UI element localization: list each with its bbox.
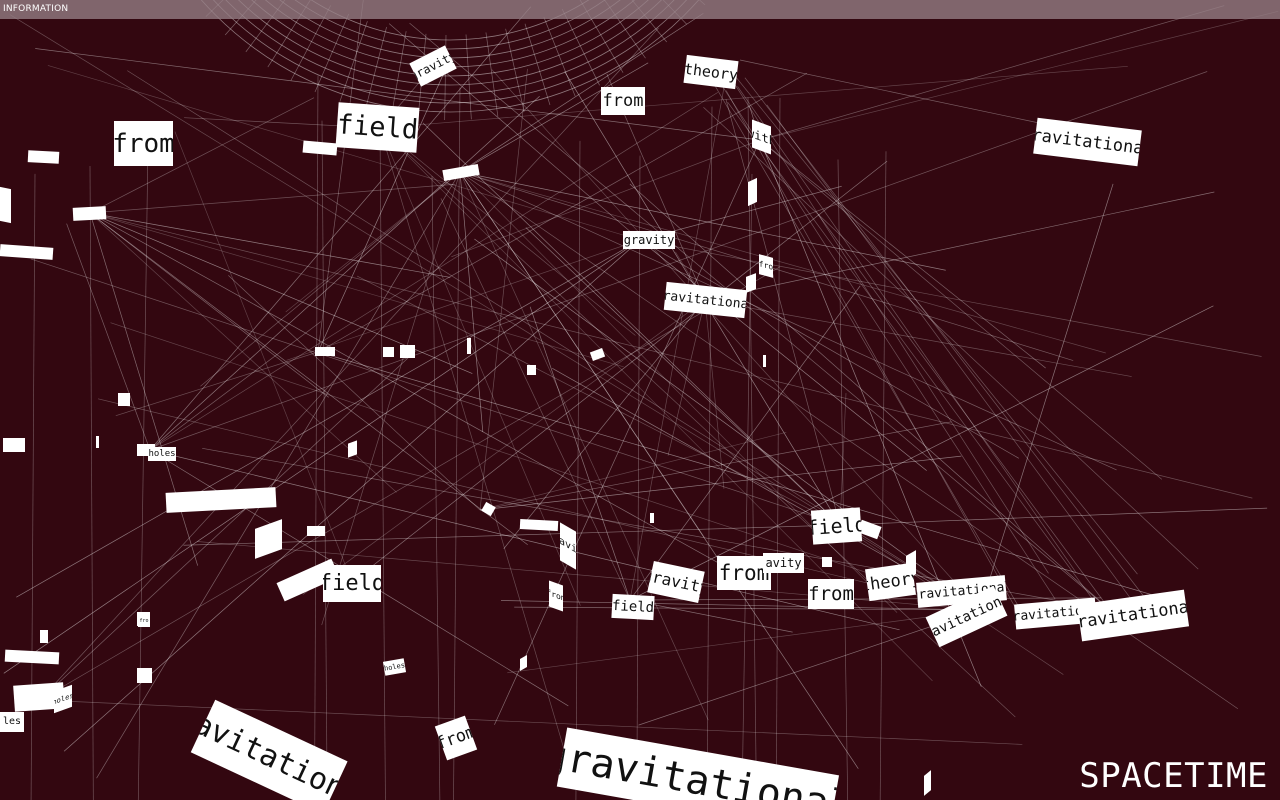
word-card: from bbox=[808, 579, 854, 609]
top-menu-bar: INFORMATION bbox=[0, 0, 1280, 19]
word-card: from bbox=[601, 87, 645, 115]
word-card: fro bbox=[138, 615, 150, 627]
word-card: avity bbox=[763, 553, 804, 573]
blank-card bbox=[137, 668, 152, 683]
word-card: from bbox=[549, 580, 563, 612]
blank-card bbox=[96, 436, 99, 448]
blank-card bbox=[0, 186, 11, 224]
page-title: SPACETIME bbox=[1079, 756, 1268, 796]
blank-card bbox=[72, 206, 107, 221]
word-card: les bbox=[0, 712, 24, 732]
blank-card bbox=[519, 519, 559, 531]
blank-card bbox=[748, 177, 757, 207]
blank-card bbox=[40, 630, 48, 643]
word-card: from bbox=[717, 556, 771, 590]
word-card: field bbox=[810, 507, 863, 545]
word-card: from bbox=[114, 121, 173, 166]
blank-card bbox=[118, 393, 130, 406]
blank-card bbox=[467, 338, 471, 354]
blank-card bbox=[3, 438, 25, 452]
blank-card bbox=[315, 347, 335, 356]
word-card: holes bbox=[148, 447, 176, 461]
word-card: field bbox=[323, 565, 381, 602]
word-card: field bbox=[335, 102, 420, 153]
word-card: theory bbox=[865, 562, 916, 602]
blank-card bbox=[383, 347, 394, 357]
blank-card bbox=[822, 557, 832, 567]
blank-card bbox=[527, 365, 536, 375]
word-card: gravity bbox=[623, 231, 675, 249]
information-menu-button[interactable]: INFORMATION bbox=[3, 4, 69, 14]
blank-card bbox=[763, 355, 766, 367]
blank-card bbox=[650, 513, 654, 523]
word-card: field bbox=[611, 593, 655, 621]
blank-card bbox=[307, 526, 325, 536]
word-card: fro bbox=[759, 254, 773, 278]
blank-card bbox=[27, 150, 60, 164]
blank-card bbox=[400, 345, 415, 358]
